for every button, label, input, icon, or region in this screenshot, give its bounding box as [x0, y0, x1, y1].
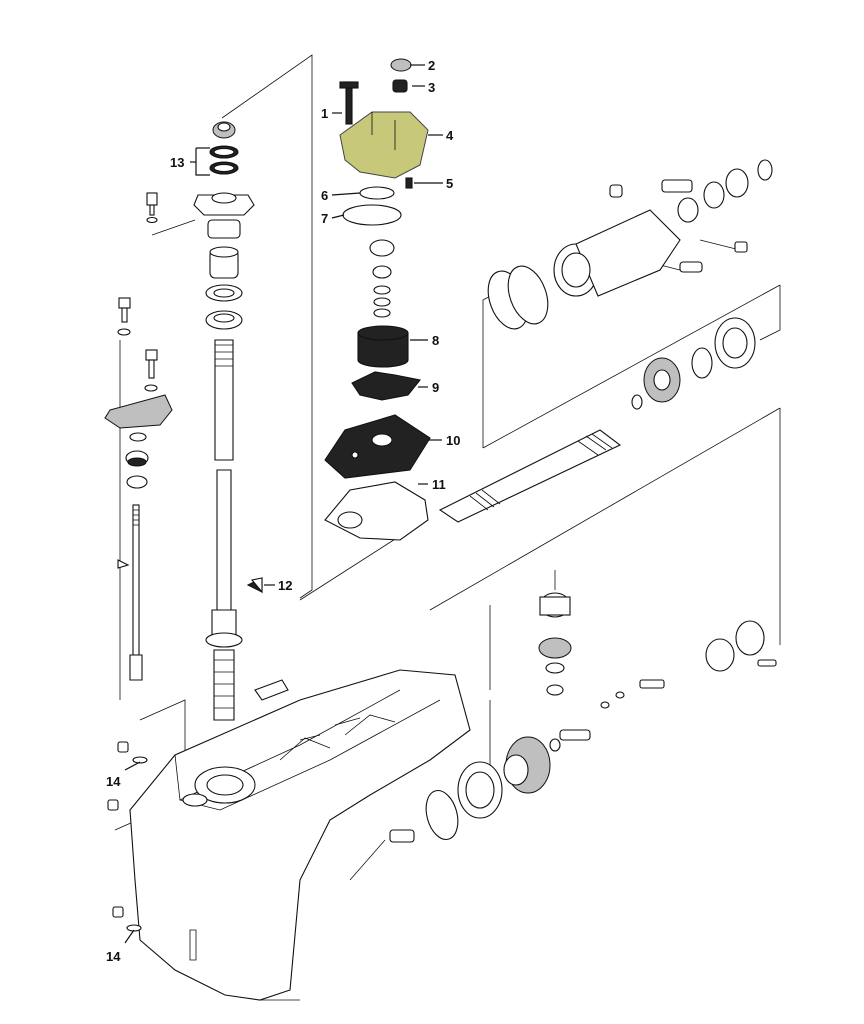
callout-3: 3: [428, 80, 435, 95]
callout-1: 1: [321, 106, 328, 121]
gearcase-housing: [129, 669, 471, 1001]
callout-13: 13: [170, 155, 184, 170]
shift-rod-assembly: [104, 297, 173, 681]
callout-5: 5: [446, 176, 453, 191]
callout-labels: 1 2 3 4 5 6 7 8 9 10 11 12 13 14 14: [106, 58, 460, 964]
callout-14-upper: 14: [106, 774, 121, 789]
callout-2: 2: [428, 58, 435, 73]
drain-plug-parts: [107, 741, 148, 932]
callout-10: 10: [446, 433, 460, 448]
callout-12: 12: [278, 578, 292, 593]
callout-11: 11: [432, 477, 446, 492]
callout-4: 4: [446, 128, 454, 143]
callout-7: 7: [321, 211, 328, 226]
callout-leaders: [124, 64, 443, 944]
propshaft-assembly: [389, 159, 777, 843]
callout-14-lower: 14: [106, 949, 121, 964]
callout-6: 6: [321, 188, 328, 203]
callout-8: 8: [432, 333, 439, 348]
callout-9: 9: [432, 380, 439, 395]
water-pump-assembly: [324, 58, 431, 541]
driveshaft-assembly: [146, 121, 263, 721]
